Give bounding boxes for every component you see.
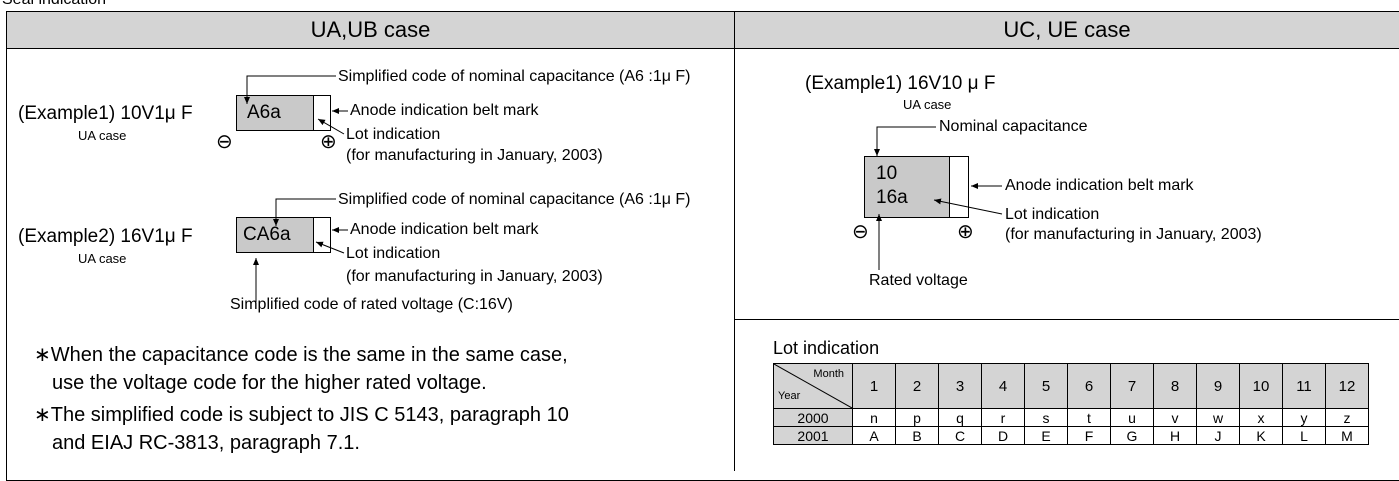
code-cell: q (938, 408, 982, 427)
right-anode-belt (949, 156, 969, 218)
month-header: 5 (1024, 363, 1068, 409)
ex2-cap-code-label: Simplified code of nominal capacitance (… (338, 191, 691, 208)
month-header: 2 (895, 363, 939, 409)
ex1-minus-icon: ⊖ (216, 131, 233, 153)
leader-lines (244, 75, 1003, 302)
code-cell: A (852, 426, 896, 445)
month-header: 7 (1110, 363, 1154, 409)
code-cell: s (1024, 408, 1068, 427)
month-year-header-cell: Month Year (773, 363, 853, 409)
column-divider (734, 11, 735, 471)
ex1-case: UA case (78, 128, 127, 143)
note-2-line2: and EIAJ RC-3813, paragraph 7.1. (52, 432, 360, 454)
right-section-divider (735, 319, 1399, 320)
code-cell: n (852, 408, 896, 427)
ex1-lot-label: Lot indication (346, 126, 441, 143)
right-ex1-case: UA case (903, 97, 952, 112)
table-row: 2000 n p q r s t u v w x y z (773, 408, 1369, 427)
rated-voltage-label: Rated voltage (869, 272, 968, 289)
right-chip-line1: 10 (876, 163, 898, 184)
note-2: ∗The simplified code is subject to JIS C… (34, 401, 714, 457)
lot-table-title: Lot indication (773, 338, 880, 358)
year-cell: 2000 (773, 408, 853, 427)
seal-indication-label: Seal indication (2, 0, 106, 9)
month-header: 11 (1282, 363, 1326, 409)
ex2-chip: CA6a (236, 217, 314, 253)
code-cell: z (1325, 408, 1369, 427)
code-cell: E (1024, 426, 1068, 445)
ex1-chip-code: A6a (247, 102, 281, 123)
note-2-line1: The simplified code is subject to JIS C … (50, 404, 569, 426)
code-cell: H (1153, 426, 1197, 445)
code-cell: M (1325, 426, 1369, 445)
month-header: 12 (1325, 363, 1369, 409)
month-label: Month (813, 368, 844, 380)
month-header: 1 (852, 363, 896, 409)
month-header: 9 (1196, 363, 1240, 409)
ex1-belt-label: Anode indication belt mark (350, 102, 539, 119)
year-label: Year (778, 390, 801, 402)
code-cell: K (1239, 426, 1283, 445)
right-plus-icon: ⊕ (957, 221, 974, 243)
diagonal-divider (774, 364, 852, 408)
code-cell: p (895, 408, 939, 427)
ex2-lot-detail: (for manufacturing in January, 2003) (346, 268, 603, 285)
code-cell: u (1110, 408, 1154, 427)
code-cell: v (1153, 408, 1197, 427)
ex2-belt-label: Anode indication belt mark (350, 221, 539, 238)
ex2-title: (Example2) 16V1μ F (18, 226, 193, 247)
month-header: 3 (938, 363, 982, 409)
code-cell: t (1067, 408, 1111, 427)
code-cell: B (895, 426, 939, 445)
code-cell: G (1110, 426, 1154, 445)
code-cell: L (1282, 426, 1326, 445)
code-cell: y (1282, 408, 1326, 427)
nominal-capacitance-label: Nominal capacitance (939, 118, 1088, 135)
right-lot-label: Lot indication (1005, 206, 1100, 223)
right-minus-icon: ⊖ (852, 221, 869, 243)
right-belt-label: Anode indication belt mark (1005, 177, 1194, 194)
ex2-voltage-code-label: Simplified code of rated voltage (C:16V) (230, 296, 513, 313)
left-header: UA,UB case (7, 12, 734, 49)
ex2-case: UA case (78, 251, 127, 266)
note-2-star: ∗ (34, 404, 51, 426)
note-1-line1: When the capacitance code is the same in… (50, 344, 568, 366)
lot-table-header-row: Month Year 1 2 3 4 5 6 7 8 9 10 11 12 (773, 363, 1369, 409)
right-lot-detail: (for manufacturing in January, 2003) (1005, 226, 1262, 243)
ex2-chip-code: CA6a (243, 224, 291, 245)
month-header: 8 (1153, 363, 1197, 409)
ex1-cap-code-label: Simplified code of nominal capacitance (… (338, 68, 691, 85)
right-ex1-title: (Example1) 16V10 μ F (805, 73, 996, 94)
ex2-lot-label: Lot indication (346, 245, 441, 262)
note-1-line2: use the voltage code for the higher rate… (52, 372, 487, 394)
code-cell: w (1196, 408, 1240, 427)
code-cell: r (981, 408, 1025, 427)
right-chip-line2: 16a (876, 187, 908, 208)
ex1-anode-belt (313, 95, 331, 131)
note-1: ∗When the capacitance code is the same i… (34, 341, 714, 397)
code-cell: F (1067, 426, 1111, 445)
lot-indication-table: Month Year 1 2 3 4 5 6 7 8 9 10 11 12 20… (773, 363, 1369, 445)
month-header: 10 (1239, 363, 1283, 409)
code-cell: J (1196, 426, 1240, 445)
right-header: UC, UE case (735, 12, 1399, 49)
code-cell: x (1239, 408, 1283, 427)
table-row: 2001 A B C D E F G H J K L M (773, 426, 1369, 445)
code-cell: C (938, 426, 982, 445)
code-cell: D (981, 426, 1025, 445)
note-1-star: ∗ (34, 344, 51, 366)
ex1-plus-icon: ⊕ (320, 131, 337, 153)
ex1-lot-detail: (for manufacturing in January, 2003) (346, 147, 603, 164)
right-chip: 10 16a (864, 156, 950, 218)
year-cell: 2001 (773, 426, 853, 445)
month-header: 4 (981, 363, 1025, 409)
ex1-title: (Example1) 10V1μ F (18, 103, 193, 124)
month-header: 6 (1067, 363, 1111, 409)
